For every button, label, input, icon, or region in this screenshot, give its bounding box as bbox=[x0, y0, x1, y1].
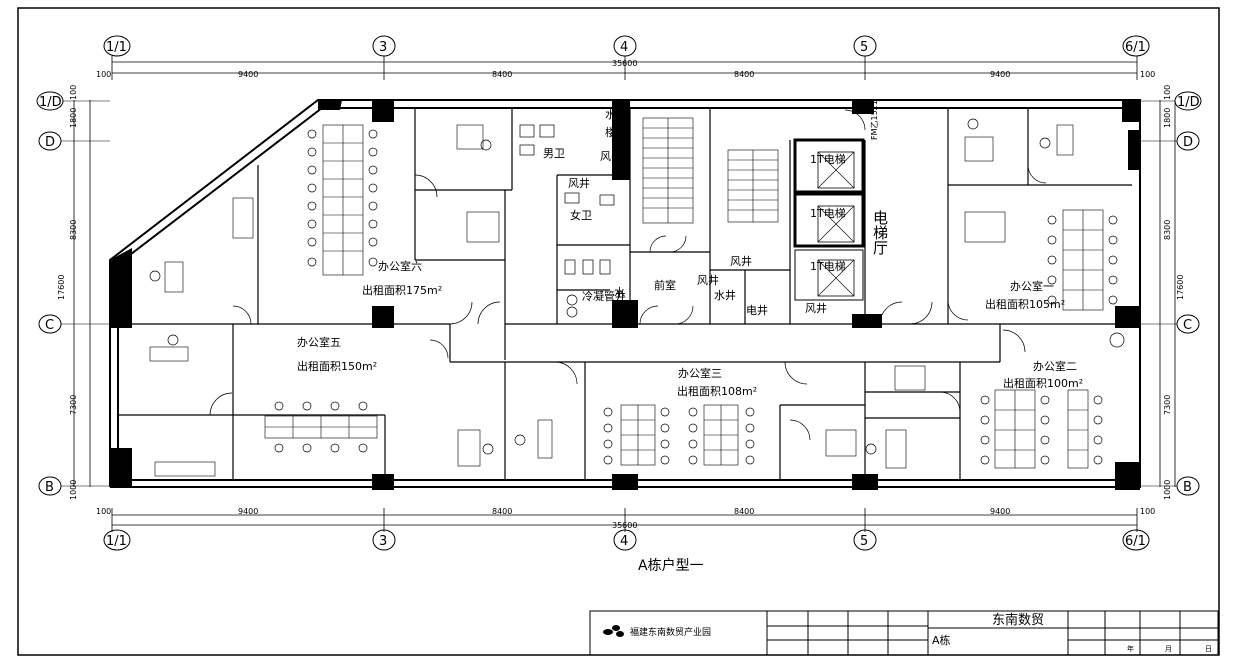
axis-right-row-4: B bbox=[1183, 480, 1192, 495]
toilet-fixtures bbox=[519, 124, 615, 318]
axis-top-col-4: 5 bbox=[860, 40, 868, 55]
room-water-label-2: 水 bbox=[614, 286, 625, 299]
axis-bubbles-bottom bbox=[103, 529, 1150, 551]
dim-left-1800: 1800 bbox=[69, 108, 78, 128]
dim-left-8300: 8300 bbox=[69, 220, 78, 240]
dim-bottom-span-1: 9400 bbox=[238, 507, 258, 516]
dim-right-edge-bottom: 1000 bbox=[1163, 480, 1172, 500]
axis-top-col-3: 4 bbox=[620, 40, 628, 55]
room-water-label: 水 bbox=[605, 108, 616, 121]
left-dimension-lines bbox=[73, 100, 91, 487]
dim-bottom-span-4: 9400 bbox=[990, 507, 1010, 516]
axis-bottom-col-3: 4 bbox=[620, 534, 628, 549]
dim-top-edge-left: 100 bbox=[96, 70, 111, 79]
room-wind-shaft-2: 风井 bbox=[600, 149, 622, 163]
office-chairs bbox=[149, 118, 1125, 465]
dim-left-7300: 7300 bbox=[69, 395, 78, 415]
door-swings bbox=[209, 109, 1047, 441]
dim-top-span-1: 9400 bbox=[238, 70, 258, 79]
room-office5-name: 办公室五 bbox=[297, 335, 341, 349]
dim-top-total: 35600 bbox=[612, 59, 637, 68]
room-office5-area: 出租面积150m² bbox=[297, 359, 377, 373]
room-office2-name: 办公室二 bbox=[1033, 359, 1077, 373]
axis-right-row-3: C bbox=[1183, 318, 1192, 333]
axis-bottom-col-2: 3 bbox=[379, 534, 387, 549]
room-office3-name: 办公室三 bbox=[678, 366, 722, 380]
company-logo-icon bbox=[603, 625, 624, 637]
room-office2-area: 出租面积100m² bbox=[1003, 376, 1083, 390]
right-dimension-lines bbox=[1159, 100, 1176, 487]
axis-right-row-1: 1/D bbox=[1177, 95, 1200, 110]
dim-top-edge-right: 100 bbox=[1140, 70, 1155, 79]
structural-columns bbox=[110, 100, 1140, 490]
top-dimension-lines bbox=[111, 56, 1138, 80]
dim-top-span-2: 8400 bbox=[492, 70, 512, 79]
dim-bottom-edge-right: 100 bbox=[1140, 507, 1155, 516]
room-office6-area: 出租面积175m² bbox=[362, 283, 442, 297]
dim-left-edge-top: 100 bbox=[69, 85, 78, 100]
axis-left-row-1: 1/D bbox=[39, 95, 62, 110]
date-day: 日 bbox=[1205, 645, 1212, 653]
room-office3-area: 出租面积108m² bbox=[677, 384, 757, 398]
room-office6-name: 办公室六 bbox=[378, 259, 422, 273]
bottom-dimension-lines bbox=[111, 508, 1138, 532]
dim-left-edge-bottom: 1000 bbox=[69, 480, 78, 500]
axis-bottom-col-5: 6/1 bbox=[1125, 534, 1146, 549]
axis-lines bbox=[61, 100, 1177, 487]
date-year: 年 bbox=[1127, 644, 1134, 653]
company-name: 福建东南数贸产业园 bbox=[630, 626, 711, 638]
axis-top-col-2: 3 bbox=[379, 40, 387, 55]
building-name: A栋 bbox=[932, 633, 951, 647]
dim-bottom-span-2: 8400 bbox=[492, 507, 512, 516]
drawing-title: A栋户型一 bbox=[638, 557, 704, 574]
room-water-shaft: 水井 bbox=[714, 288, 736, 302]
axis-left-row-3: C bbox=[45, 318, 54, 333]
axis-bubbles-top bbox=[103, 35, 1150, 57]
axis-bottom-col-4: 5 bbox=[860, 534, 868, 549]
dim-bottom-total: 35600 bbox=[612, 521, 637, 530]
room-office1-name: 办公室一 bbox=[1010, 279, 1054, 293]
room-fire-door: FM乙1521 bbox=[870, 100, 879, 140]
room-elevator-hall: 电梯厅 bbox=[871, 210, 889, 255]
project-name: 东南数贸 bbox=[992, 612, 1044, 628]
room-anteroom: 前室 bbox=[654, 278, 676, 292]
axis-top-col-1: 1/1 bbox=[106, 40, 127, 55]
dim-right-1800: 1800 bbox=[1163, 108, 1172, 128]
room-wind-shaft-3: 风井 bbox=[697, 273, 719, 287]
room-mens-wc: 男卫 bbox=[543, 147, 565, 160]
dim-bottom-span-3: 8400 bbox=[734, 507, 754, 516]
workstation-clusters bbox=[149, 124, 1104, 477]
room-wind-shaft-5: 风井 bbox=[805, 301, 827, 315]
axis-top-col-5: 6/1 bbox=[1125, 40, 1146, 55]
room-stair-label: 楼 bbox=[605, 125, 616, 139]
axis-left-row-2: D bbox=[45, 135, 55, 150]
room-elevator-1: 1T电梯 bbox=[810, 153, 846, 166]
interior-walls bbox=[118, 108, 1132, 480]
elevator-shafts bbox=[793, 138, 865, 301]
room-elevator-2: 1T电梯 bbox=[810, 207, 846, 220]
room-office1-area: 出租面积105m² bbox=[985, 297, 1065, 311]
dim-right-7300: 7300 bbox=[1163, 395, 1172, 415]
room-cold-pipe: 冷凝管井 bbox=[582, 289, 626, 303]
dim-top-span-4: 9400 bbox=[990, 70, 1010, 79]
room-elevator-3: 1T电梯 bbox=[810, 260, 846, 273]
room-wind-shaft-4: 风井 bbox=[730, 254, 752, 268]
dim-left-17600: 17600 bbox=[57, 275, 66, 300]
dim-right-edge-top: 100 bbox=[1163, 85, 1172, 100]
axis-left-row-4: B bbox=[45, 480, 54, 495]
dim-right-17600: 17600 bbox=[1176, 275, 1185, 300]
dim-top-span-3: 8400 bbox=[734, 70, 754, 79]
axis-right-row-2: D bbox=[1183, 135, 1193, 150]
date-month: 月 bbox=[1165, 645, 1172, 653]
dim-right-8300: 8300 bbox=[1163, 220, 1172, 240]
staircases bbox=[642, 117, 779, 224]
room-wind-shaft-1: 风井 bbox=[568, 176, 590, 190]
room-womens-wc: 女卫 bbox=[570, 208, 592, 222]
room-elec-shaft: 电井 bbox=[746, 303, 768, 317]
title-block bbox=[589, 610, 1219, 656]
axis-bottom-col-1: 1/1 bbox=[106, 534, 127, 549]
dim-bottom-edge-left: 100 bbox=[96, 507, 111, 516]
